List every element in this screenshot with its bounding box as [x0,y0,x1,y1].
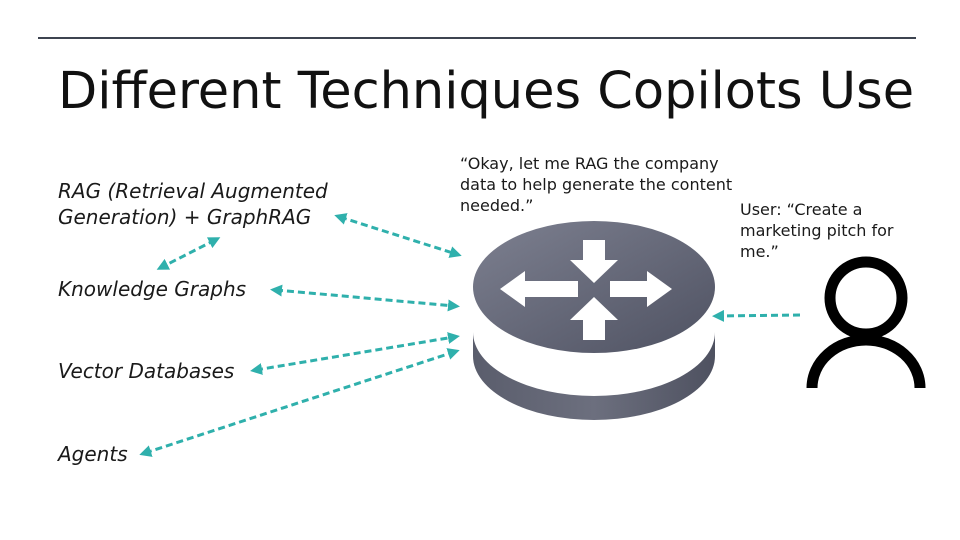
arrow-user-to-copilot [712,309,801,322]
technique-rag: RAG (Retrieval Augmented Generation) + G… [58,179,328,229]
arrow-rag-to-knowledge-graphs [156,237,221,270]
user-quote: User: “Create a marketing pitch for me.” [740,200,894,261]
technique-knowledge-graphs: Knowledge Graphs [58,277,247,301]
connector-arrows [139,213,801,457]
router-icon [473,221,715,420]
slide-title: Different Techniques Copilots Use [58,62,915,121]
top-divider [38,37,916,39]
arrow-vector-databases-to-copilot [250,332,460,375]
arrow-agents-to-copilot [139,348,460,457]
copilot-quote: “Okay, let me RAG the company data to he… [460,154,733,215]
technique-agents: Agents [58,442,128,466]
arrow-rag-to-copilot [334,213,462,258]
arrow-knowledge-graphs-to-copilot [270,284,460,312]
user-icon [806,256,926,389]
